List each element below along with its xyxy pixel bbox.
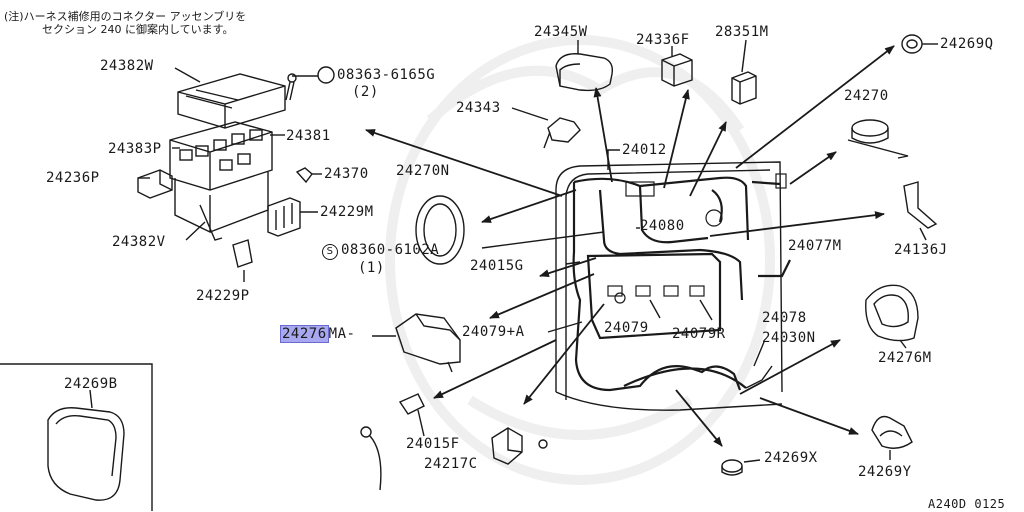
label-24079[interactable]: 24079 (604, 320, 649, 336)
highlighted-part-number: 24276 (280, 325, 329, 343)
bolt-08363-6165G[interactable] (285, 73, 318, 101)
relay-block-24381[interactable] (169, 121, 273, 191)
protector-24276MA[interactable] (395, 313, 461, 373)
connector-24336F[interactable] (661, 53, 693, 87)
connector-28351M[interactable] (731, 71, 757, 105)
label-24276MA-suffix: MA (328, 326, 347, 342)
label-24136J[interactable]: 24136J (894, 242, 948, 258)
label-24382V[interactable]: 24382V (112, 234, 166, 250)
grommet-24269X[interactable] (721, 459, 743, 476)
grommet-24270N[interactable] (415, 195, 465, 265)
label-08360-qty: (1) (358, 260, 385, 276)
label-24078[interactable]: 24078 (762, 310, 807, 326)
label-24276M[interactable]: 24276M (878, 350, 932, 366)
bracket-24382V[interactable] (174, 172, 269, 241)
label-24381[interactable]: 24381 (286, 128, 331, 144)
label-24269Y[interactable]: 24269Y (858, 464, 912, 480)
label-24015F[interactable]: 24015F (406, 436, 460, 452)
grommet-24269Q[interactable] (901, 34, 923, 54)
label-24370[interactable]: 24370 (324, 166, 369, 182)
grommet-24270[interactable] (847, 119, 909, 159)
label-24343[interactable]: 24343 (456, 100, 501, 116)
clip-24370[interactable] (295, 167, 322, 184)
label-28351M[interactable]: 28351M (715, 24, 769, 40)
vehicle-body-outline (555, 161, 783, 411)
label-08360-6102A: 08360-6102A (341, 242, 440, 258)
label-24336F[interactable]: 24336F (636, 32, 690, 48)
screw-symbol-s1 (317, 66, 335, 84)
label-24236P[interactable]: 24236P (46, 170, 100, 186)
protector-24276M[interactable] (865, 284, 919, 342)
label-24079R[interactable]: 24079R (672, 326, 726, 342)
label-24077M[interactable]: 24077M (788, 238, 842, 254)
callout-arrows (365, 45, 895, 447)
bracket-24136J[interactable] (903, 181, 938, 229)
label-24229P[interactable]: 24229P (196, 288, 250, 304)
watermark-emblem (385, 35, 775, 485)
label-24229M[interactable]: 24229M (320, 204, 374, 220)
note-line-1: (注)ハーネス補修用のコネクター アッセンブリを (4, 10, 247, 23)
label-24383P[interactable]: 24383P (108, 141, 162, 157)
inset-24269B[interactable] (0, 363, 153, 511)
bracket-24217C[interactable] (491, 427, 548, 465)
label-08363-qty: (2) (352, 84, 379, 100)
label-24270N[interactable]: 24270N (396, 163, 450, 179)
label-24015G[interactable]: 24015G (470, 258, 524, 274)
clip-24229P[interactable] (232, 239, 253, 282)
label-24345W[interactable]: 24345W (534, 24, 588, 40)
label-24079A[interactable]: 24079+A (462, 324, 525, 340)
screw-symbol-s2: S (322, 244, 338, 260)
diagram-code: A240D 0125 (928, 497, 1006, 511)
label-24012[interactable]: 24012 (622, 142, 667, 158)
ground-bolt-24015F[interactable] (360, 393, 425, 491)
label-24080[interactable]: 24080 (640, 218, 685, 234)
connector-24345W[interactable] (555, 53, 614, 92)
fuse-box-cover-24382W[interactable] (177, 73, 286, 129)
harness-connectors (607, 173, 787, 304)
note-line-2: セクション 240 に御案内しています。 (42, 23, 234, 36)
label-24269B[interactable]: 24269B (64, 376, 118, 392)
label-08363-6165G[interactable]: 08363-6165G (337, 67, 436, 83)
connector-24229M[interactable] (267, 197, 318, 237)
label-24269X[interactable]: 24269X (764, 450, 818, 466)
label-24269Q[interactable]: 24269Q (940, 36, 994, 52)
label-24030N[interactable]: 24030N (762, 330, 816, 346)
connector-24236P[interactable] (137, 169, 173, 199)
label-24382W[interactable]: 24382W (100, 58, 154, 74)
label-24217C[interactable]: 24217C (424, 456, 478, 472)
clip-24269Y[interactable] (871, 415, 913, 449)
connector-24343[interactable] (543, 117, 581, 149)
label-24270[interactable]: 24270 (844, 88, 889, 104)
